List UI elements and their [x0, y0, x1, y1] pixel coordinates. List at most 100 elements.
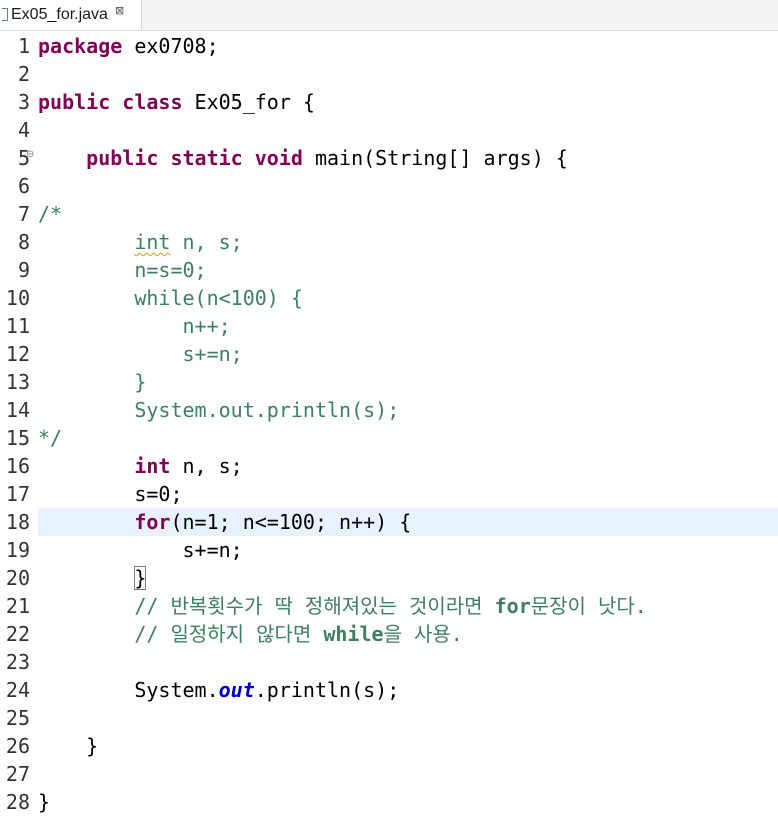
code-text: System.out.println(s); [38, 396, 778, 424]
code-text: n=s=0; [38, 256, 778, 284]
line-number: 8 [17, 230, 30, 254]
code-line[interactable]: 4 [0, 116, 778, 144]
code-line[interactable]: 23 [0, 648, 778, 676]
code-token: } [38, 370, 147, 394]
code-line[interactable]: 21 // 반복횟수가 딱 정해져있는 것이라면 for문장이 낫다. [0, 592, 778, 620]
line-number: 26 [5, 734, 30, 758]
code-text: /* [38, 200, 778, 228]
code-text: System.out.println(s); [38, 676, 778, 704]
code-token: class [122, 90, 183, 114]
code-token: for [134, 510, 171, 534]
line-number: 21 [5, 594, 30, 618]
code-token [110, 90, 122, 114]
code-line[interactable]: 12 s+=n; [0, 340, 778, 368]
line-number: 5 [17, 146, 30, 170]
line-number: 13 [5, 370, 30, 394]
code-token: void [254, 146, 303, 170]
line-number: 6 [17, 174, 30, 198]
code-text: while(n<100) { [38, 284, 778, 312]
code-line[interactable]: 5⊖ public static void main(String[] args… [0, 144, 778, 172]
code-token: 문장이 낫다. [530, 594, 647, 618]
code-token: public [38, 90, 111, 114]
editor-tab-bar: Ex05_for.java ⊠ [0, 0, 778, 31]
tab-ex05-for-java[interactable]: Ex05_for.java ⊠ [0, 0, 142, 30]
code-line[interactable]: 9 n=s=0; [0, 256, 778, 284]
code-token: } [38, 734, 99, 758]
java-file-icon [2, 7, 8, 21]
code-text: } [38, 732, 778, 760]
code-token: n, s; [170, 454, 243, 478]
code-line[interactable]: 11 n++; [0, 312, 778, 340]
code-token: } [38, 790, 51, 814]
code-token: System. [38, 678, 219, 702]
code-text [38, 648, 778, 676]
code-line[interactable]: 16 int n, s; [0, 452, 778, 480]
code-text [38, 760, 778, 788]
code-token: // 반복횟수가 딱 정해져있는 것이라면 [38, 594, 495, 618]
code-line[interactable]: 6 [0, 172, 778, 200]
code-line[interactable]: 7 /* [0, 200, 778, 228]
code-token: .println(s); [254, 678, 400, 702]
line-number: 28 [5, 790, 30, 814]
line-number: 15 [5, 426, 30, 450]
code-token: 을 사용. [383, 622, 463, 646]
code-token [38, 146, 86, 170]
close-icon[interactable]: ⊠ [114, 3, 125, 17]
line-number: 17 [5, 482, 30, 506]
code-text: // 일정하지 않다면 while을 사용. [38, 620, 778, 648]
line-number: 7 [17, 202, 30, 226]
code-line[interactable]: 26 } [0, 732, 778, 760]
code-token: ex0708; [122, 34, 219, 58]
code-token: (n=1; n<=100; n++) { [170, 510, 412, 534]
code-line[interactable]: 20 } [0, 564, 778, 592]
line-number: 12 [5, 342, 30, 366]
code-line[interactable]: 15 */ [0, 424, 778, 452]
code-token: */ [38, 426, 63, 450]
code-text: package ex0708; [38, 32, 778, 60]
code-token [243, 146, 255, 170]
code-line[interactable]: 8 int n, s; [0, 228, 778, 256]
code-token: s=0; [38, 482, 183, 506]
code-line[interactable]: 24 System.out.println(s); [0, 676, 778, 704]
code-line[interactable]: 25 [0, 704, 778, 732]
code-token: while(n<100) { [38, 286, 303, 310]
code-token: n=s=0; [38, 258, 207, 282]
line-number: 9 [17, 258, 30, 282]
code-token: } [134, 566, 147, 590]
code-line[interactable]: 10 while(n<100) { [0, 284, 778, 312]
code-token [38, 454, 134, 478]
line-number: 16 [5, 454, 30, 478]
line-number: 24 [5, 678, 30, 702]
code-token: package [38, 34, 123, 58]
code-text: int n, s; [38, 452, 778, 480]
code-token: n++; [38, 314, 231, 338]
code-line[interactable]: 13 } [0, 368, 778, 396]
fold-toggle-icon[interactable]: ⊖ [26, 149, 35, 160]
code-line[interactable]: 14 System.out.println(s); [0, 396, 778, 424]
code-text: public static void main(String[] args) { [38, 144, 778, 172]
line-number: 10 [5, 286, 30, 310]
code-line[interactable]: 17 s=0; [0, 480, 778, 508]
code-line[interactable]: 22 // 일정하지 않다면 while을 사용. [0, 620, 778, 648]
code-line[interactable]: 19 s+=n; [0, 536, 778, 564]
line-number: 4 [17, 118, 30, 142]
code-token [38, 230, 134, 254]
code-line[interactable]: 18 for(n=1; n<=100; n++) { [0, 508, 778, 536]
code-token [38, 566, 134, 590]
code-text: s+=n; [38, 536, 778, 564]
line-number: 25 [5, 706, 30, 730]
code-line[interactable]: 27 [0, 760, 778, 788]
code-line[interactable]: 2 [0, 60, 778, 88]
code-text: s=0; [38, 480, 778, 508]
tab-label: Ex05_for.java [11, 6, 108, 23]
line-number: 23 [5, 650, 30, 674]
code-token: while [323, 622, 384, 646]
code-token: int [134, 230, 171, 254]
code-token: /* [38, 202, 63, 226]
code-token: Ex05_for { [182, 90, 315, 114]
code-line[interactable]: 28} [0, 788, 778, 816]
line-number: 19 [5, 538, 30, 562]
